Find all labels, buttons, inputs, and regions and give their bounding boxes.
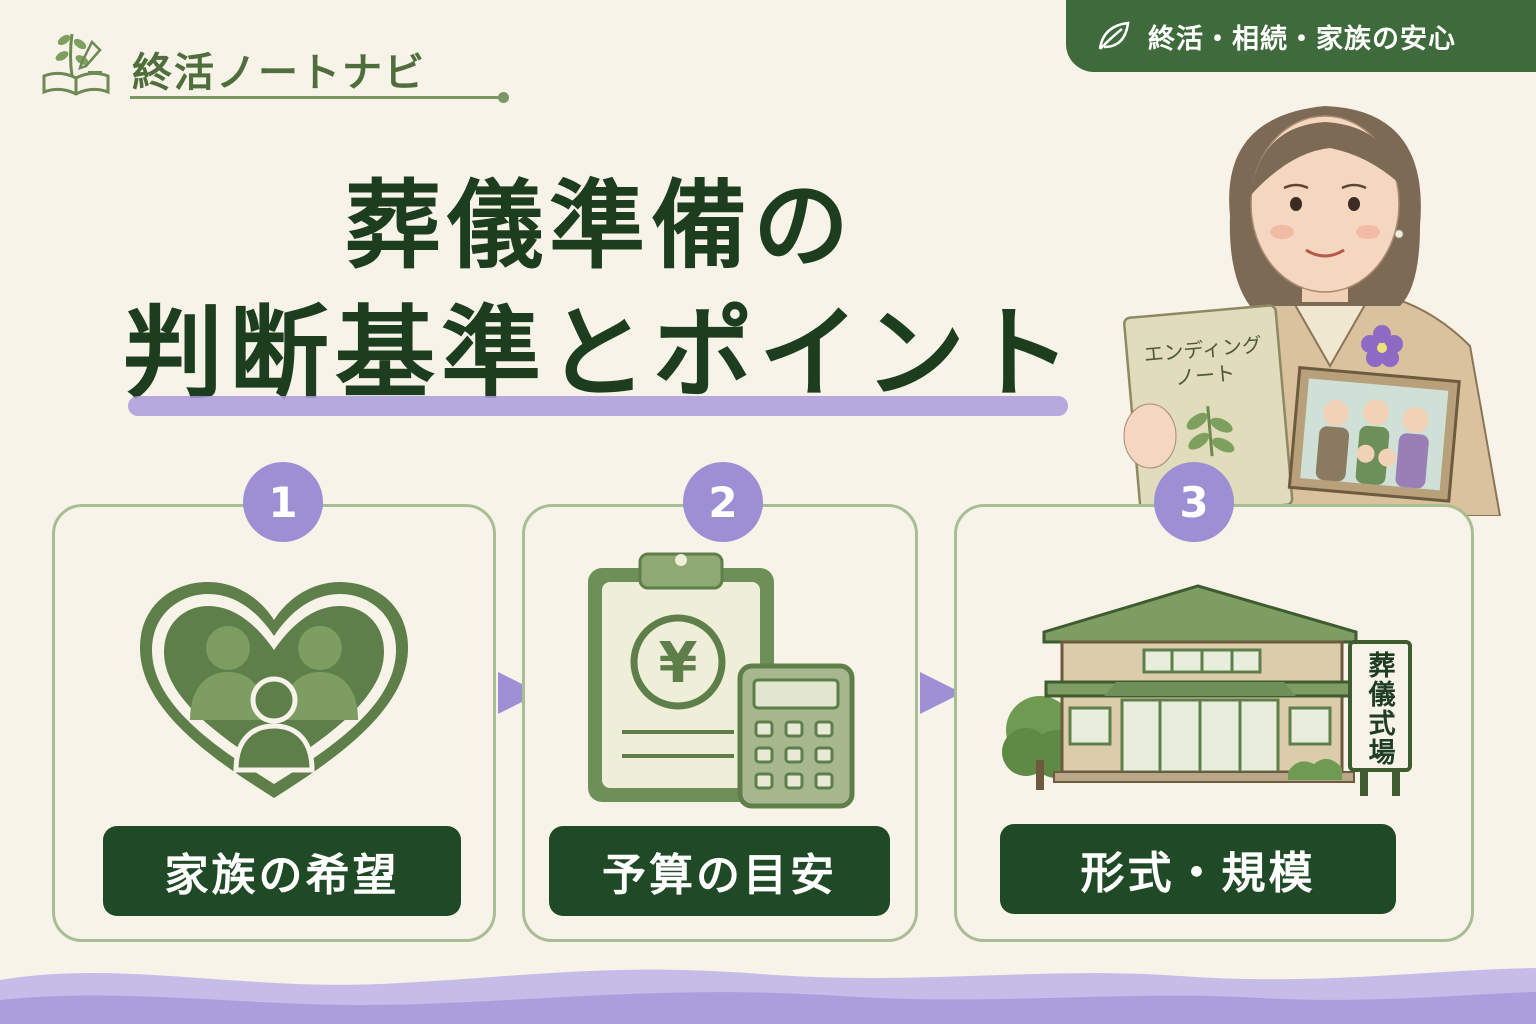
page-title-line1: 葬儀準備の [345, 169, 855, 282]
notebook-title-line2: ノート [1174, 361, 1236, 390]
brand-name: 終活ノートナビ [132, 50, 426, 96]
bottom-wave-decoration [0, 968, 1536, 1024]
step-arrow-2 [920, 672, 962, 714]
step-label-1: 家族の希望 [103, 826, 461, 916]
title-underline [128, 396, 1068, 416]
step-badge-1: 1 [243, 462, 323, 542]
step-label-3: 形式・規模 [1000, 824, 1396, 914]
brand-underline-dot [498, 92, 509, 103]
step-label-2: 予算の目安 [549, 826, 890, 916]
funeral-hall-icon [1002, 584, 1412, 796]
brand-underline [130, 96, 502, 99]
brand-logo[interactable]: 終活ノートナビ [36, 22, 509, 106]
family-photo-frame [1287, 366, 1461, 503]
sprout-notebook-icon [42, 33, 110, 96]
advisor-woman-illustration: エンディング ノート [1123, 106, 1502, 516]
step-badge-3: 3 [1154, 462, 1234, 542]
family-heart-icon [140, 582, 408, 798]
flower-brooch [1361, 325, 1403, 367]
step-badge-2: 2 [683, 462, 763, 542]
page-title-line2: 判断基準とポイント [123, 294, 1077, 412]
category-tag-text: 終活・相続・家族の安心 [1148, 23, 1456, 55]
svg-text:¥: ¥ [659, 631, 698, 696]
budget-clipboard-calculator-icon: ¥ [588, 552, 855, 809]
funeral-hall-sign-text: 葬儀式場 [1368, 651, 1396, 769]
category-tag: 終活・相続・家族の安心 [1066, 0, 1536, 72]
step-arrow-1 [498, 672, 540, 714]
leaf-icon [1098, 21, 1130, 50]
